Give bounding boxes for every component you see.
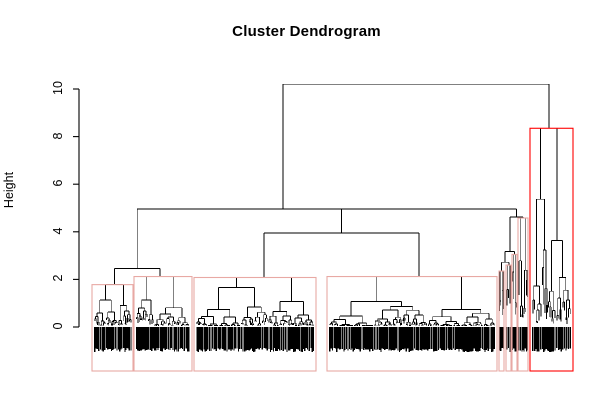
cluster-box-6 xyxy=(505,264,512,372)
y-tick-label-10: 10 xyxy=(51,81,65,95)
dendrogram-tree xyxy=(94,83,571,352)
cluster-box-9 xyxy=(529,127,574,372)
cluster-box-7 xyxy=(511,253,518,372)
cluster-box-4 xyxy=(326,275,498,372)
y-tick-label-4: 4 xyxy=(51,227,65,235)
cluster-boxes xyxy=(91,127,574,372)
y-axis-label: Height xyxy=(2,171,16,209)
cluster-box-3 xyxy=(193,276,317,372)
y-tick-label-2: 2 xyxy=(51,274,65,282)
y-tick-label-8: 8 xyxy=(51,132,65,140)
y-axis xyxy=(73,88,80,328)
cluster-box-8 xyxy=(517,217,529,372)
cluster-box-2 xyxy=(133,275,193,372)
page-title: Cluster Dendrogram xyxy=(232,23,381,40)
y-tick-label-0: 0 xyxy=(51,322,65,330)
cluster-box-5 xyxy=(498,270,505,372)
cluster-box-1 xyxy=(91,284,134,372)
y-tick-label-6: 6 xyxy=(51,179,65,187)
